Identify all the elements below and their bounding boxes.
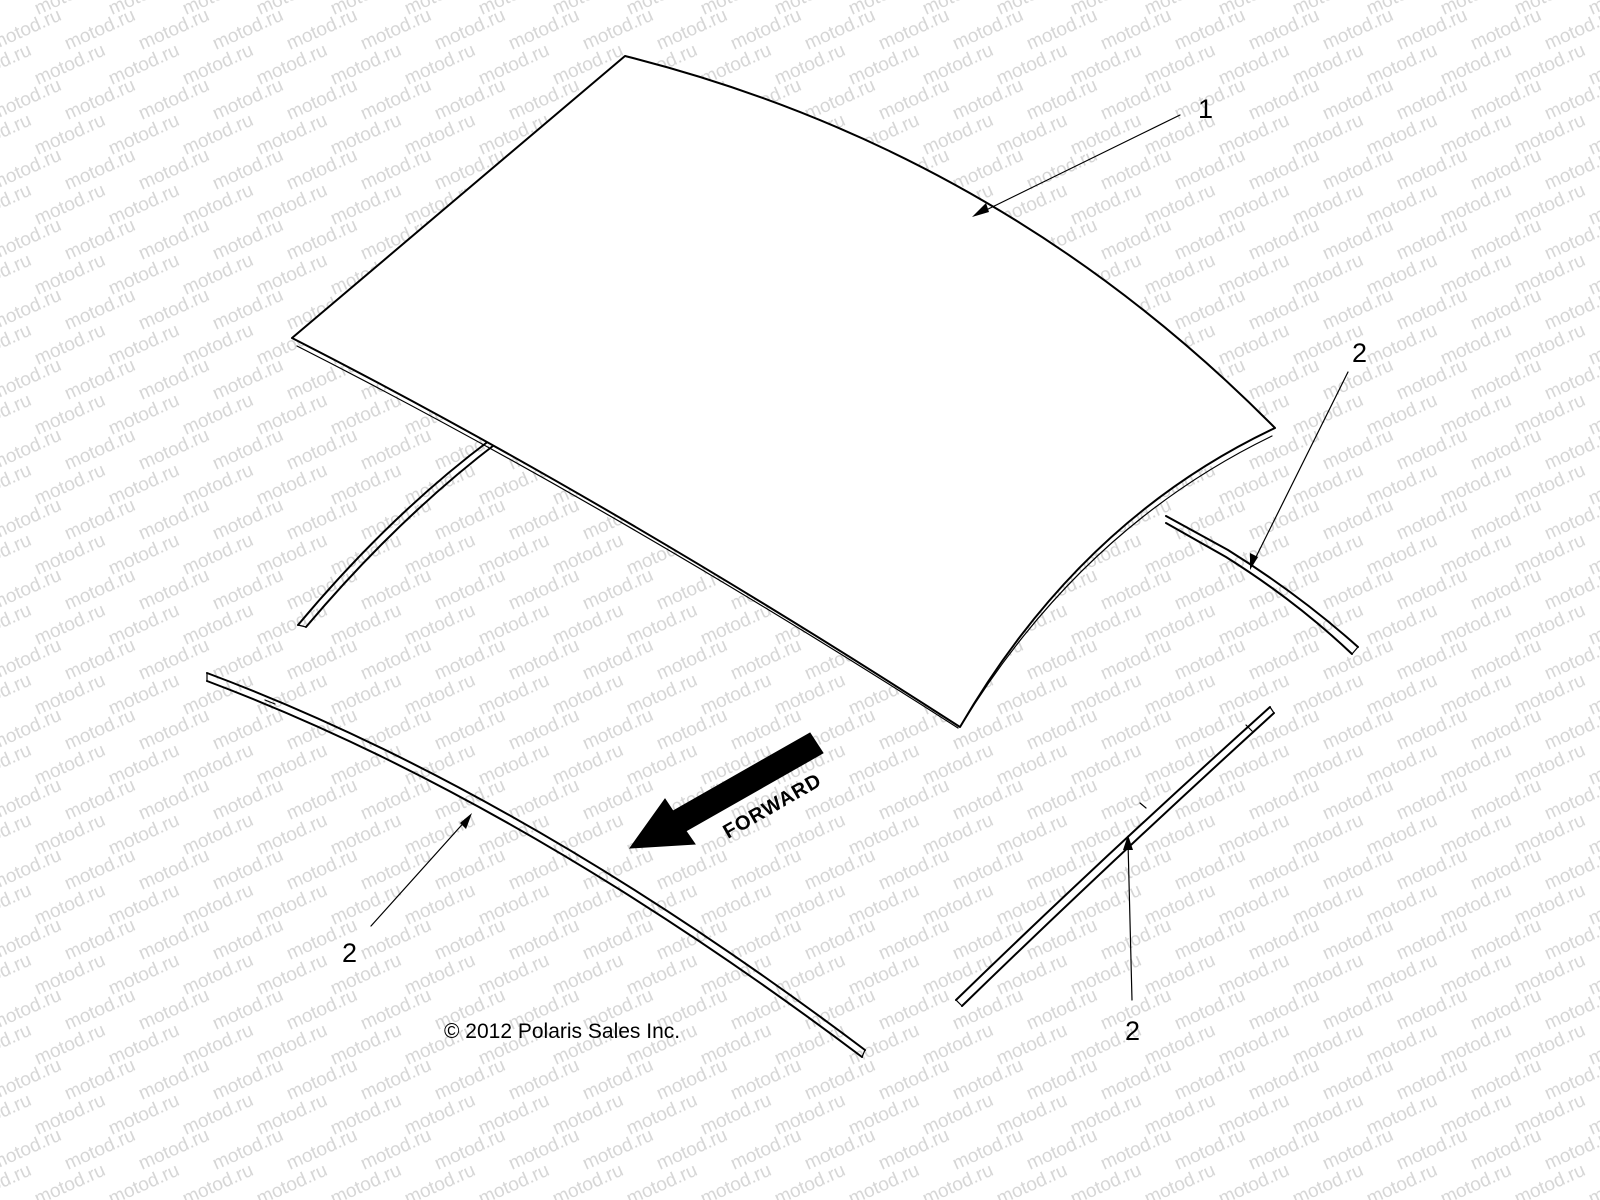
callout-label-2-right-front: 2 <box>1125 1016 1140 1046</box>
callout-label-2-right-rear: 2 <box>1352 338 1367 368</box>
callout-leaders <box>370 114 1349 1001</box>
watermark-text: motod.ru <box>1585 1160 1600 1200</box>
forward-arrow-shape <box>628 732 824 849</box>
trim-strip-right-rear <box>1165 515 1359 655</box>
roof-panel <box>291 55 1276 729</box>
callout-label-1: 1 <box>1198 94 1213 124</box>
trim-strip-right-front <box>955 706 1275 1007</box>
copyright-notice: © 2012 Polaris Sales Inc. <box>444 1020 680 1043</box>
trim-strip-left-rear <box>297 439 499 628</box>
callout-label-2-left-front: 2 <box>342 938 357 968</box>
forward-arrow: FORWARD <box>628 732 826 849</box>
callout-labels: 1 2 2 2 <box>342 94 1367 1046</box>
trim-strip-left-front <box>206 672 866 1058</box>
